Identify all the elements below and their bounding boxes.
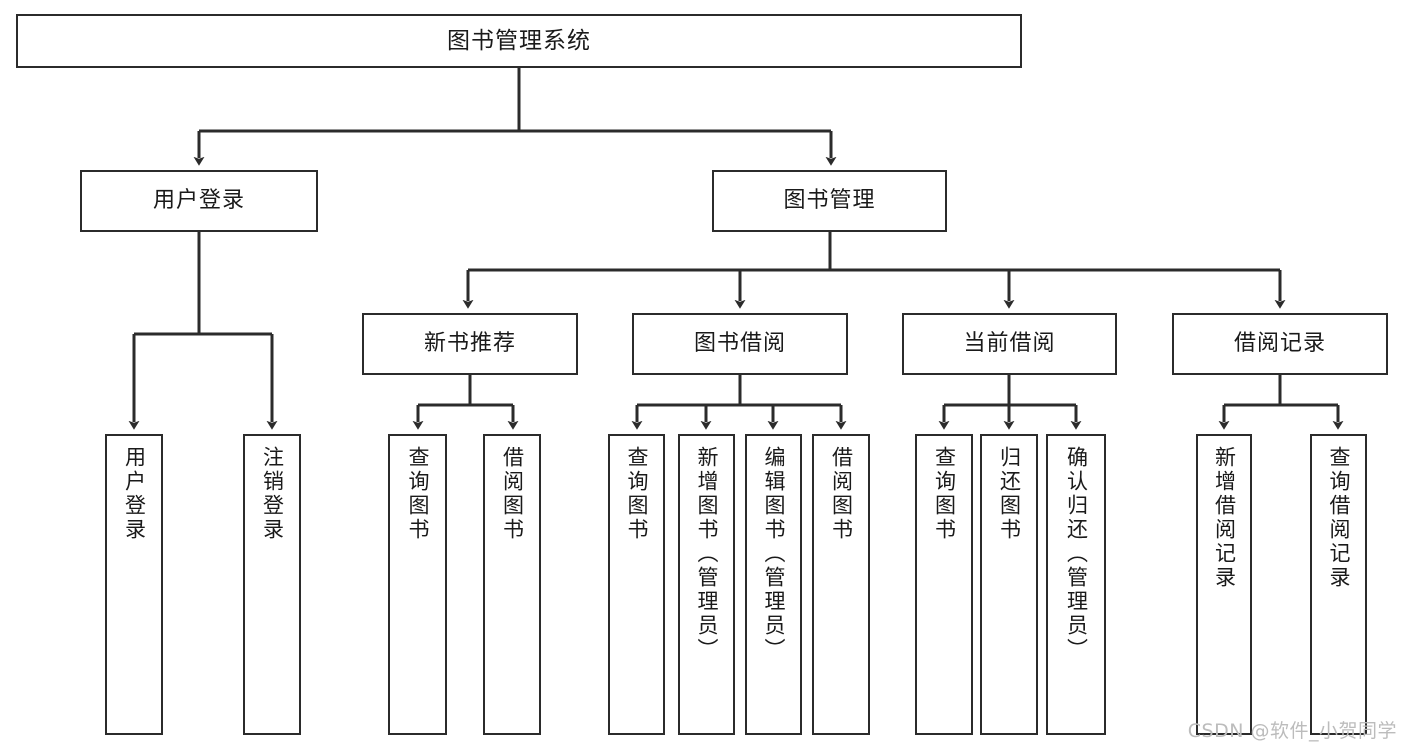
node-borrow-record[interactable]: 借阅记录 [1172,313,1388,375]
node-book-manage-label: 图书管理 [783,188,876,214]
node-leaf-user-login-label: 用户登录 [122,446,147,542]
node-leaf-query-record[interactable]: 查询借阅记录 [1310,434,1367,735]
node-new-book-recommend[interactable]: 新书推荐 [362,313,578,375]
node-user-login-label: 用户登录 [152,188,245,214]
node-leaf-borrow-book-2[interactable]: 借阅图书 [812,434,870,735]
node-leaf-user-login[interactable]: 用户登录 [105,434,163,735]
node-leaf-query-book-3[interactable]: 查询图书 [915,434,973,735]
node-leaf-query-book-3-label: 查询图书 [932,446,957,542]
node-leaf-edit-book[interactable]: 编辑图书（管理员） [745,434,802,735]
node-leaf-user-logout[interactable]: 注销登录 [243,434,301,735]
node-new-book-recommend-label: 新书推荐 [423,331,516,357]
node-leaf-query-book-1-label: 查询图书 [406,446,430,542]
node-leaf-user-logout-label: 注销登录 [260,446,285,542]
node-leaf-query-book-1[interactable]: 查询图书 [388,434,447,735]
node-leaf-confirm-return-label: 确认归还（管理员） [1064,446,1089,662]
node-book-borrow[interactable]: 图书借阅 [632,313,848,375]
node-leaf-query-record-label: 查询借阅记录 [1327,446,1351,590]
node-book-manage[interactable]: 图书管理 [712,170,947,232]
watermark-text: CSDN @软件_小贺同学 [1187,720,1397,742]
node-current-borrow-label: 当前借阅 [963,331,1056,357]
node-leaf-query-book-2[interactable]: 查询图书 [608,434,665,735]
node-user-login[interactable]: 用户登录 [80,170,318,232]
node-book-borrow-label: 图书借阅 [693,331,786,357]
node-leaf-add-record-label: 新增借阅记录 [1212,446,1237,590]
node-leaf-return-book-label: 归还图书 [997,446,1022,542]
node-leaf-add-record[interactable]: 新增借阅记录 [1196,434,1252,735]
node-root-label: 图书管理系统 [447,27,591,54]
node-current-borrow[interactable]: 当前借阅 [902,313,1117,375]
node-root[interactable]: 图书管理系统 [16,14,1022,68]
node-leaf-borrow-book-2-label: 借阅图书 [829,446,854,542]
node-leaf-add-book[interactable]: 新增图书（管理员） [678,434,735,735]
node-leaf-edit-book-label: 编辑图书（管理员） [762,446,786,662]
node-leaf-query-book-2-label: 查询图书 [625,446,649,542]
node-borrow-record-label: 借阅记录 [1233,331,1326,357]
node-leaf-borrow-book-1[interactable]: 借阅图书 [483,434,541,735]
node-leaf-add-book-label: 新增图书（管理员） [695,446,719,662]
node-leaf-borrow-book-1-label: 借阅图书 [500,446,525,542]
node-leaf-return-book[interactable]: 归还图书 [980,434,1038,735]
node-leaf-confirm-return[interactable]: 确认归还（管理员） [1046,434,1106,735]
